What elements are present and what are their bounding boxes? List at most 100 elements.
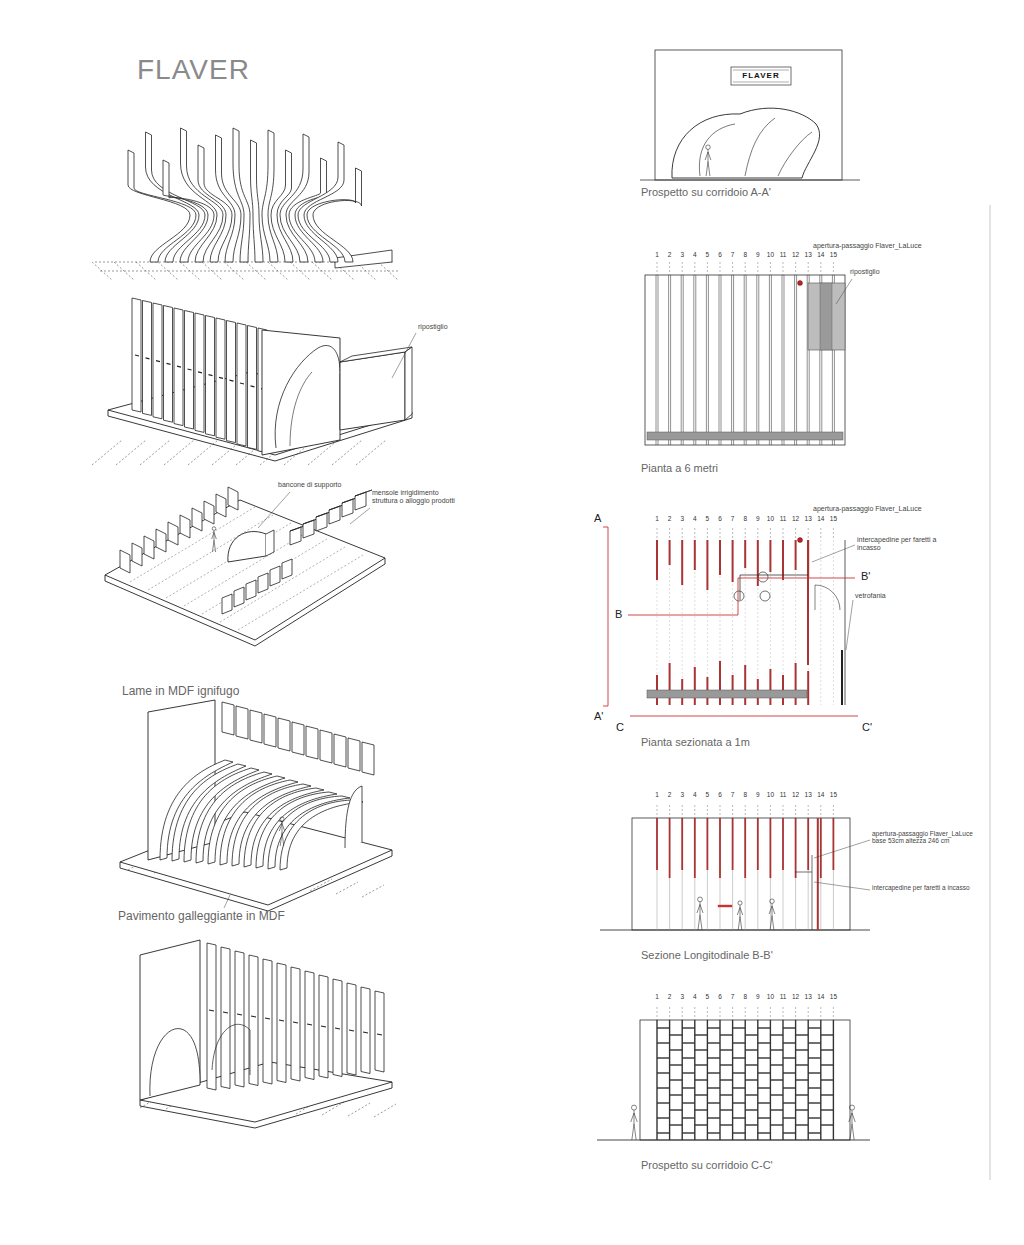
axis-line <box>833 1007 834 1020</box>
mdf-blade <box>192 508 202 531</box>
section-blade <box>656 818 658 870</box>
axis-line <box>783 1007 784 1020</box>
axis-line <box>657 805 658 818</box>
shelf-tick <box>135 355 139 356</box>
annotation-label: 8 <box>743 993 747 1000</box>
shelf-line <box>733 1117 746 1118</box>
mdf-blade <box>228 487 238 510</box>
axis-line <box>783 262 784 275</box>
section-blade <box>732 818 734 870</box>
mdf-blade <box>271 150 293 262</box>
mdf-blade <box>820 818 821 930</box>
shelf-line <box>657 1102 670 1103</box>
axis-line <box>732 528 733 540</box>
mdf-blade <box>784 275 785 445</box>
floor-strip <box>647 432 843 440</box>
ground-grid <box>322 1102 344 1115</box>
mdf-blade <box>251 140 264 262</box>
shelf-block <box>316 513 327 531</box>
shelf-line <box>808 1072 821 1073</box>
section-blade <box>817 818 819 930</box>
shelf-line <box>733 1102 746 1103</box>
annotation-label: 12 <box>792 791 799 798</box>
mdf-blade <box>168 522 178 545</box>
leader-line <box>812 545 855 562</box>
axis-line <box>694 540 695 705</box>
shelf-line <box>745 1064 758 1065</box>
arch-opening <box>212 1024 250 1075</box>
annotation-label: 11 <box>780 791 787 798</box>
axis-line <box>707 540 708 705</box>
shelf-line <box>720 1124 733 1125</box>
shelf-line <box>783 1027 796 1028</box>
annotation-label: 4 <box>693 515 697 522</box>
axis-line <box>682 1007 683 1020</box>
shelf-line <box>707 1027 720 1028</box>
stool-symbol <box>758 572 768 582</box>
mdf-blade <box>721 275 722 445</box>
shelf-line <box>670 1124 683 1125</box>
mdf-blade <box>263 959 272 1084</box>
shelf-tick <box>188 369 192 370</box>
annotation-label: 5 <box>706 251 710 258</box>
shelf-line <box>682 1102 695 1103</box>
mdf-blade <box>120 550 130 573</box>
shelf-line <box>758 1057 771 1058</box>
human-figure <box>737 905 742 930</box>
axis-line <box>795 805 796 818</box>
shelf-line <box>733 1132 746 1133</box>
shelf-line <box>796 1109 809 1110</box>
mdf-blade <box>769 275 770 445</box>
section-blade <box>669 818 671 878</box>
human-figure <box>280 817 284 821</box>
leader-line <box>846 600 853 650</box>
counter-symbol <box>718 905 732 907</box>
human-figure <box>738 901 742 905</box>
shelf-line <box>808 1027 821 1028</box>
mdf-blade <box>706 275 707 445</box>
shelf-line <box>770 1124 783 1125</box>
mdf-blade <box>657 818 658 930</box>
mdf-blade <box>334 734 346 767</box>
shelf-line <box>682 1087 695 1088</box>
axis-line <box>745 1007 746 1020</box>
annotation-label: 10 <box>767 993 774 1000</box>
section-blade <box>732 540 734 582</box>
annotation-label: 15 <box>830 251 837 258</box>
section-blade <box>656 540 658 580</box>
annotation-label: intercapedine per faretti a incasso <box>872 884 977 891</box>
section-blade <box>744 818 746 878</box>
mdf-blade <box>808 818 809 930</box>
front-wall <box>262 330 340 455</box>
annotation-label: 3 <box>680 791 684 798</box>
annotation-label: 15 <box>830 791 837 798</box>
axis-line <box>707 528 708 540</box>
section-blade <box>669 540 671 565</box>
arch-opening <box>150 1029 200 1096</box>
annotation-label: 5 <box>706 791 710 798</box>
caption-label: FLAVER <box>742 71 779 80</box>
axis-line <box>770 1007 771 1020</box>
mdf-blade <box>180 515 190 538</box>
caption-label: Sezione Longitodinale B-B' <box>641 949 773 962</box>
caption-label: C' <box>862 721 872 734</box>
shelf-line <box>695 1094 708 1095</box>
back-wall <box>140 940 200 1100</box>
shelf-line <box>758 1042 771 1043</box>
axis-line <box>720 540 721 705</box>
logo-box <box>731 67 791 85</box>
mdf-blade <box>746 275 747 445</box>
section-blade <box>782 540 784 580</box>
section-blade <box>795 540 797 570</box>
axis-line <box>694 1007 695 1020</box>
axis-line <box>682 528 683 540</box>
mdf-blade <box>758 275 759 445</box>
mdf-blade <box>669 818 670 930</box>
annotation-label: 15 <box>830 515 837 522</box>
shelf-line <box>783 1102 796 1103</box>
mdf-blade <box>362 742 374 775</box>
annotation-label: apertura-passaggio Flaver_LaLuce <box>813 242 922 250</box>
shelf-line <box>745 1109 758 1110</box>
shelf-tick <box>377 1034 382 1035</box>
shelf-line <box>720 1094 733 1095</box>
